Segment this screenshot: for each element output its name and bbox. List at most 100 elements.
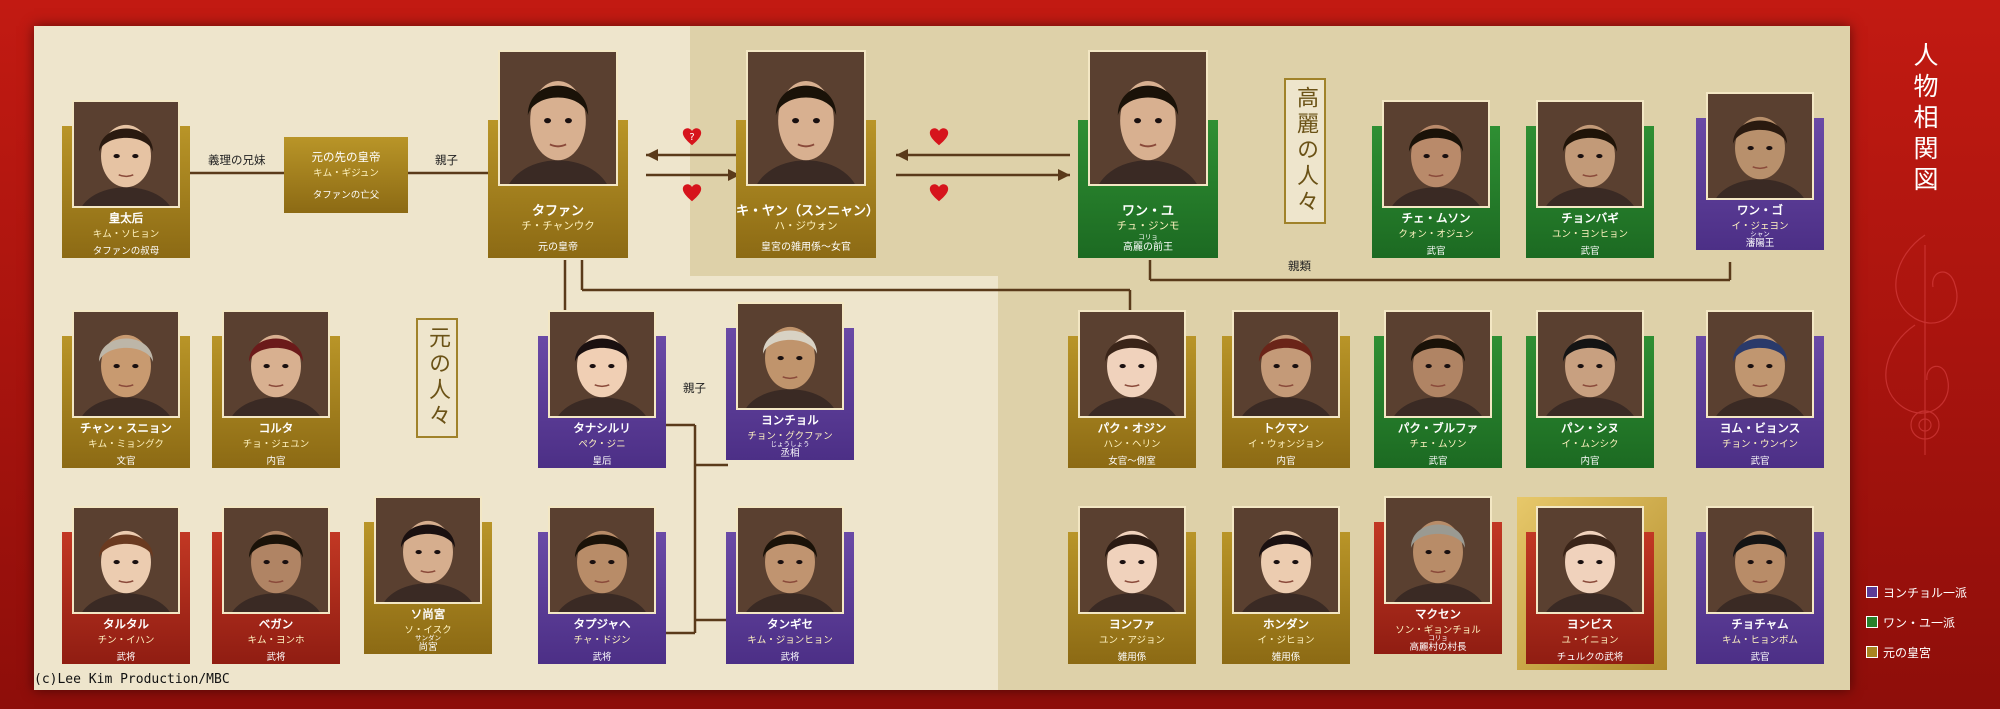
character-name: キ・ヤン（スンニャン） <box>736 204 880 219</box>
legend-swatch <box>1866 616 1878 628</box>
actor-name: キム・ソヒョン <box>92 229 160 240</box>
character-card-yonbisu: ヨンビスユ・イニョンチュルクの武将 <box>1526 506 1654 664</box>
character-photo <box>746 50 866 186</box>
actor-name: イ・ウォンジョン <box>1247 439 1324 450</box>
character-card-kiyang: キ・ヤン（スンニャン）ハ・ジウォン皇宮の雑用係～女官 <box>736 50 880 258</box>
character-card-koruta: コルタチョ・ジェユン内官 <box>212 310 340 468</box>
character-name: ソ尚宮 <box>410 607 446 621</box>
character-name: ヨンチョル <box>761 413 819 427</box>
character-photo <box>1706 92 1814 200</box>
character-card-so-shogu: ソ尚宮ソ・イスクサンダン尚宮 <box>364 496 492 654</box>
character-photo <box>72 506 180 614</box>
previous-emperor-role: タファンの亡父 <box>312 190 380 201</box>
character-photo <box>1232 506 1340 614</box>
character-name: ベガン <box>258 617 294 631</box>
portrait-icon <box>376 498 480 602</box>
portrait-icon <box>1386 498 1490 602</box>
character-role: 内官 <box>266 456 286 467</box>
character-role: 武将 <box>116 652 136 663</box>
actor-name: ユン・アジョン <box>1098 635 1166 646</box>
actor-name: チュ・ジンモ <box>1116 220 1180 232</box>
character-photo <box>1706 506 1814 614</box>
character-role: 高麗村の村長 <box>1409 642 1467 653</box>
character-role: 皇后 <box>592 456 612 467</box>
character-photo <box>1384 496 1492 604</box>
actor-name: チョン・ウンイン <box>1721 439 1798 450</box>
actor-name: チェ・ムソン <box>1409 439 1467 450</box>
character-photo <box>498 50 618 186</box>
character-name: コルタ <box>258 421 294 435</box>
character-role: 丞相 <box>780 448 800 459</box>
character-card-pan-shinsu: パン・シヌイ・ムンシク内官 <box>1526 310 1654 468</box>
character-name: ホンダン <box>1263 617 1309 631</box>
character-card-yomu-byonsu: ヨム・ビョンスチョン・ウンイン武官 <box>1696 310 1824 468</box>
actor-name: ソ・イスク <box>404 625 452 636</box>
character-name: タプジャヘ <box>573 617 631 631</box>
actor-name: イ・ジヒョン <box>1257 635 1315 646</box>
character-photo <box>736 506 844 614</box>
role-ruby: コリョ <box>1428 634 1448 642</box>
character-photo <box>72 310 180 418</box>
actor-name: キム・ジョンヒョン <box>747 635 833 646</box>
character-card-wangyu: ワン・ユチュ・ジンモコリョ高麗の前王 <box>1078 50 1218 258</box>
heart-icon <box>929 128 949 146</box>
legend-label: ヨンチョル一派 <box>1883 586 1968 600</box>
character-photo <box>1706 310 1814 418</box>
character-photo <box>548 506 656 614</box>
actor-name: チョ・ジェユン <box>242 439 310 450</box>
actor-name: ソン・ギョンチョル <box>1395 625 1481 636</box>
character-role: 武官 <box>1750 456 1770 467</box>
portrait-icon <box>748 52 864 184</box>
character-photo <box>1536 506 1644 614</box>
portrait-icon <box>500 52 616 184</box>
portrait-icon <box>1234 508 1338 612</box>
actor-name: チャ・ドジン <box>573 635 631 646</box>
character-photo <box>548 310 656 418</box>
actor-name: チン・イハン <box>97 635 155 646</box>
character-name: チャン・スニョン <box>80 421 172 435</box>
relation-label-parent-2: 親子 <box>683 381 706 395</box>
portrait-icon <box>74 508 178 612</box>
role-ruby: サンダン <box>415 634 441 642</box>
heart-icon <box>929 184 949 202</box>
character-role: 武将 <box>592 652 612 663</box>
character-card-yonchol: ヨンチョルチョン・グクファンじょうしょう丞相 <box>726 302 854 460</box>
portrait-icon <box>224 312 328 416</box>
character-name: ヨンビス <box>1567 617 1613 631</box>
character-card-choe-muson: チェ・ムソンクォン・オジュン武官 <box>1372 100 1500 258</box>
character-role: 高麗の前王 <box>1123 242 1173 253</box>
character-name: タナシルリ <box>573 421 631 435</box>
character-card-tarutaru: タルタルチン・イハン武将 <box>62 506 190 664</box>
portrait-icon <box>1080 312 1184 416</box>
legend-item: 元の皇宮 <box>1866 644 1996 661</box>
character-name: タルタル <box>103 617 149 631</box>
character-name: トクマン <box>1263 421 1309 435</box>
character-card-chang-sunyun: チャン・スニョンキム・ミョングク文官 <box>62 310 190 468</box>
character-name: 皇太后 <box>108 211 144 225</box>
actor-name: クォン・オジュン <box>1398 229 1474 240</box>
character-name: チェ・ムソン <box>1401 211 1471 225</box>
character-name: チョチャム <box>1731 617 1789 631</box>
actor-name: イ・ジェヨン <box>1731 221 1789 232</box>
actor-name: キム・ミョングク <box>88 439 164 450</box>
character-role: 元の皇帝 <box>538 242 578 253</box>
portrait-icon <box>1090 52 1206 184</box>
character-role: 武官 <box>1750 652 1770 663</box>
actor-name: キム・ヨンホ <box>247 635 305 646</box>
role-ruby: コリョ <box>1138 233 1158 241</box>
character-role: 武将 <box>780 652 800 663</box>
character-role: 武将 <box>266 652 286 663</box>
character-role: 瀋陽王 <box>1745 238 1775 249</box>
actor-name: イ・ムンシク <box>1561 439 1619 450</box>
character-photo <box>1384 310 1492 418</box>
character-name: ワン・ゴ <box>1737 203 1783 217</box>
character-card-paku-ojin: パク・オジンハン・ヘリン女官～側室 <box>1068 310 1196 468</box>
portrait-icon <box>1234 312 1338 416</box>
floral-ornament-icon <box>1885 234 1958 455</box>
relation-label-parent: 親子 <box>435 153 458 167</box>
actor-name: キム・ヒョンボム <box>1721 635 1798 646</box>
heart-question-icon: ? <box>682 128 702 146</box>
relation-label-sister: 義理の兄妹 <box>208 153 266 167</box>
character-card-tangise: タンギセキム・ジョンヒョン武将 <box>726 506 854 664</box>
portrait-icon <box>550 508 654 612</box>
